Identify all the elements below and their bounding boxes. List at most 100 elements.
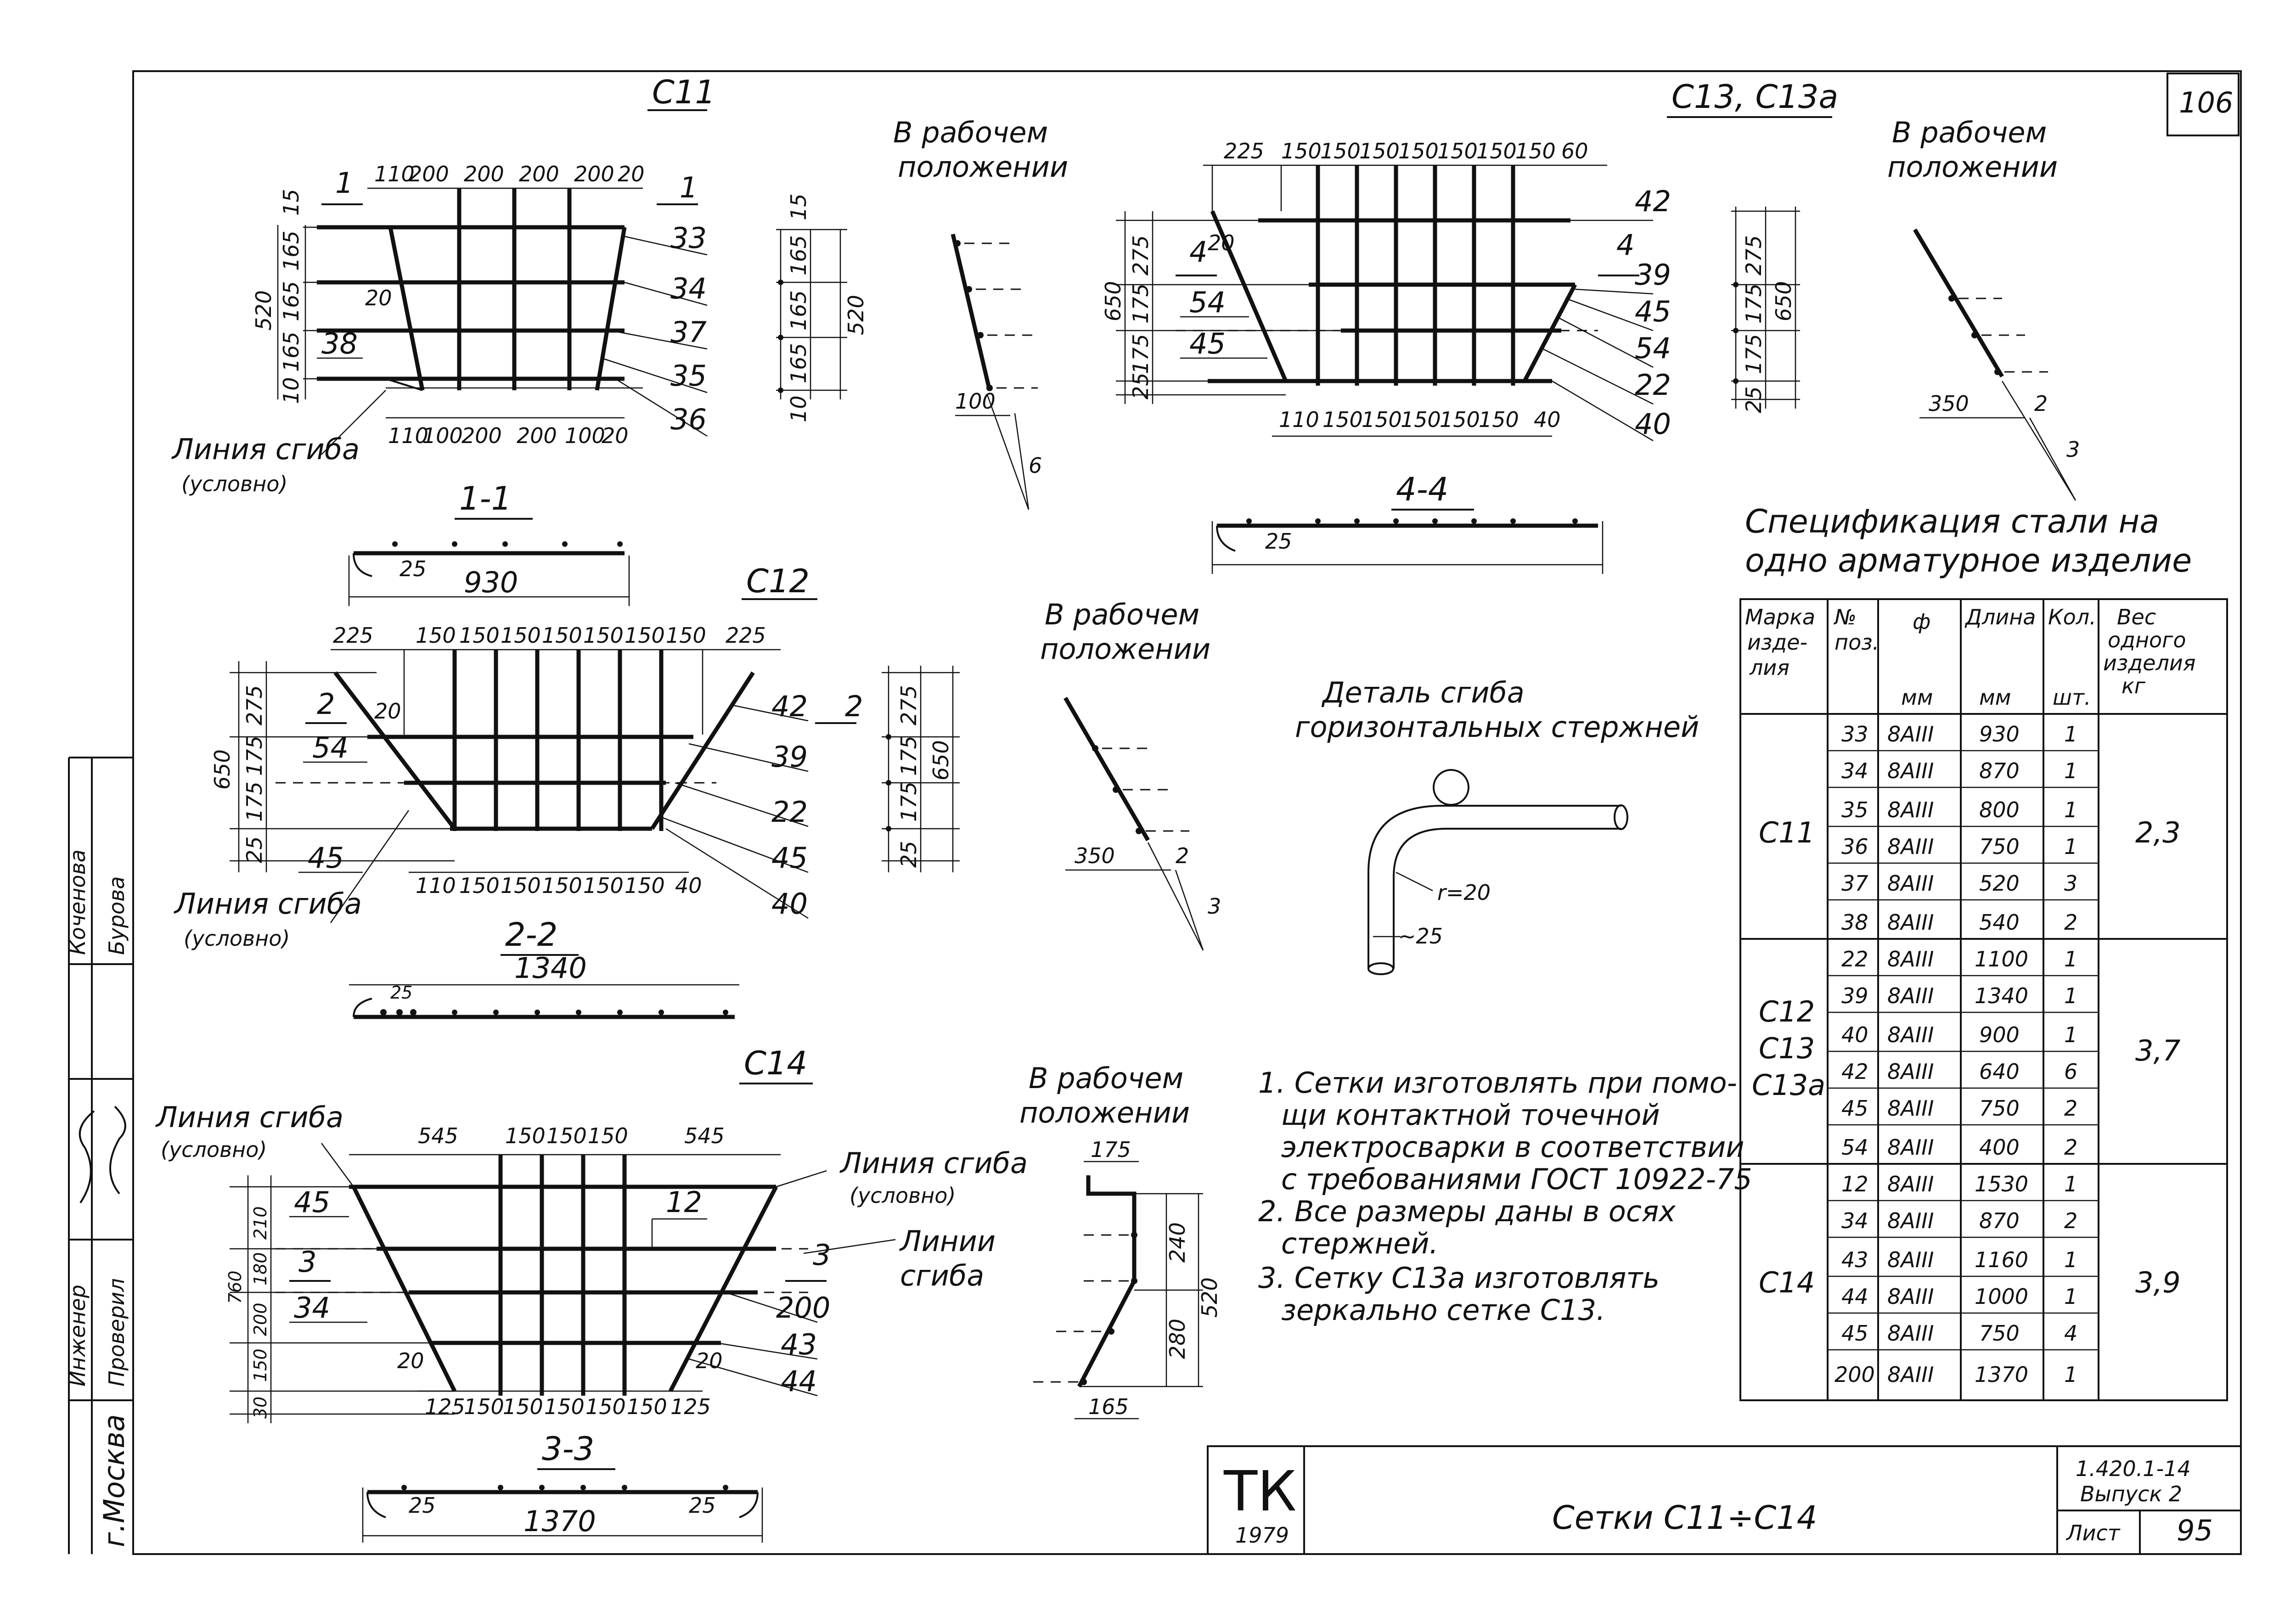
spec-cell: 1 bbox=[2064, 834, 2077, 859]
spec-mark: С13а bbox=[1752, 1068, 1825, 1102]
c13-bottom-dim: 150 bbox=[1401, 407, 1441, 432]
c13-work-label-1: В рабочем bbox=[1892, 116, 2047, 149]
note-line: 3. Сетку С13а изготовлять bbox=[1258, 1261, 1660, 1295]
spec-cell: 38 bbox=[1841, 910, 1868, 935]
c12-bottom-dim: 110 bbox=[416, 873, 456, 898]
c14-total-height: 760 bbox=[225, 1270, 245, 1304]
c12-top-dim: 150 bbox=[501, 623, 541, 648]
spec-cell: 8АIII bbox=[1887, 947, 1934, 971]
c11-pos: 37 bbox=[670, 315, 707, 349]
c14-bend-line-right: Линия сгиба bbox=[839, 1146, 1028, 1180]
spec-cell: 40 bbox=[1841, 1022, 1868, 1047]
spec-cell: 1 bbox=[2064, 1362, 2077, 1387]
spec-weight: 3,7 bbox=[2135, 1034, 2181, 1067]
c12-top-dim: 225 bbox=[726, 623, 766, 648]
spec-header: мм bbox=[1979, 685, 2011, 710]
mesh-c14: С14 545 150 150 150 545 210 180 200 150 … bbox=[155, 1044, 1028, 1423]
c14-cut-mark: 3 bbox=[813, 1238, 831, 1272]
c11-work-total: 520 bbox=[844, 295, 868, 335]
c13-pos-45: 45 bbox=[1189, 327, 1226, 360]
c14-top-dim: 150 bbox=[588, 1123, 628, 1148]
c13-bend-20: 20 bbox=[1208, 230, 1235, 255]
spec-cell: 8АIII bbox=[1887, 1247, 1934, 1272]
c13-side-total: 650 bbox=[1771, 281, 1796, 321]
c13-pos: 45 bbox=[1635, 295, 1671, 328]
c13-pos: 54 bbox=[1635, 331, 1671, 365]
c12-left-dim: 175 bbox=[242, 735, 267, 776]
spec-cell: 8АIII bbox=[1887, 1172, 1934, 1196]
sec11-title: 1-1 bbox=[459, 480, 512, 517]
c14-bend-20: 20 bbox=[696, 1348, 723, 1373]
section-3-3: 3-3 25 25 1370 bbox=[362, 1430, 763, 1543]
spec-header: № bbox=[1833, 605, 1857, 629]
spec-cell: 8АIII bbox=[1887, 1135, 1934, 1160]
c11-bottom-dim: 200 bbox=[461, 423, 502, 448]
spec-weight: 3,9 bbox=[2135, 1266, 2181, 1299]
spec-cell: 8АIII bbox=[1887, 871, 1934, 896]
spec-cell: 800 bbox=[1979, 797, 2020, 822]
spec-cell: 400 bbox=[1979, 1135, 2020, 1160]
spec-cell: 8АIII bbox=[1887, 983, 1934, 1008]
bend-detail: Деталь сгиба горизонтальных стержней r=2… bbox=[1295, 676, 1699, 975]
spec-cell: 1100 bbox=[1975, 947, 2028, 971]
c12-side-dim: 175 bbox=[896, 781, 921, 822]
c14-bottom-dim: 125 bbox=[670, 1394, 711, 1419]
c13-top-dim: 150 bbox=[1359, 139, 1400, 163]
c13-title: С13, С13а bbox=[1671, 78, 1838, 116]
c14-bend-line-left-note: (условно) bbox=[161, 1137, 267, 1162]
side-role-1: Инженер bbox=[65, 1285, 90, 1387]
c13-working-position: В рабочем положении 350 2 3 bbox=[1887, 116, 2080, 501]
side-role-2: Проверил bbox=[104, 1278, 129, 1387]
c11-work-dim: 10 bbox=[786, 395, 811, 422]
c12-top-dim: 150 bbox=[666, 623, 706, 648]
spec-cell: 1000 bbox=[1975, 1284, 2028, 1309]
note-line: с требованиями ГОСТ 10922-75 bbox=[1281, 1162, 1752, 1196]
c14-pos: 44 bbox=[781, 1364, 817, 1398]
c12-side-dim: 175 bbox=[896, 735, 921, 776]
spec-cell: 12 bbox=[1841, 1172, 1868, 1196]
c12-top-dim: 150 bbox=[459, 623, 500, 648]
side-name-2: Бурова bbox=[104, 876, 129, 955]
note-line: стержней. bbox=[1281, 1227, 1438, 1260]
spec-cell: 1 bbox=[2064, 797, 2077, 822]
spec-header: Марка bbox=[1745, 605, 1815, 629]
spec-cell: 39 bbox=[1841, 983, 1868, 1008]
spec-cell: 1 bbox=[2064, 758, 2077, 783]
c14-left-dim: 200 bbox=[250, 1302, 270, 1336]
c13-side-dim: 175 bbox=[1741, 283, 1766, 324]
c13-bottom-dim: 150 bbox=[1362, 407, 1402, 432]
c11-bottom-dim: 100 bbox=[565, 423, 605, 448]
side-city: г.Москва bbox=[97, 1414, 131, 1547]
c13-pos: 42 bbox=[1635, 185, 1671, 218]
spec-cell: 1 bbox=[2064, 983, 2077, 1008]
note-line: щи контактной точечной bbox=[1281, 1098, 1660, 1132]
c14-bottom-dim: 150 bbox=[503, 1394, 543, 1419]
c11-bottom-dim: 110 bbox=[388, 423, 428, 448]
spec-mark: С13 bbox=[1759, 1032, 1815, 1065]
spec-cell: 750 bbox=[1979, 834, 2020, 859]
spec-cell: 870 bbox=[1979, 1208, 2020, 1233]
sheet-number: 95 bbox=[2177, 1514, 2213, 1547]
c14-top-dim: 150 bbox=[546, 1123, 587, 1148]
c13-cut-mark: 4 bbox=[1616, 228, 1634, 262]
spec-cell: 750 bbox=[1979, 1321, 2020, 1346]
spec-mark: С11 bbox=[1759, 816, 1815, 849]
c14-bottom-dim: 150 bbox=[585, 1394, 626, 1419]
spec-cell: 540 bbox=[1979, 910, 2020, 935]
sec33-title: 3-3 bbox=[542, 1430, 594, 1468]
spec-weight: 2,3 bbox=[2135, 816, 2181, 849]
doc-code: 1.420.1-14 bbox=[2076, 1456, 2191, 1481]
c13-top-dim: 150 bbox=[1515, 139, 1556, 163]
c11-left-dim: 165 bbox=[279, 230, 304, 271]
c11-left-dim: 165 bbox=[279, 331, 304, 372]
stamp-year: 1979 bbox=[1235, 1523, 1289, 1548]
c12-total-height: 650 bbox=[210, 749, 235, 790]
sec22-title: 2-2 bbox=[505, 916, 557, 954]
c14-top-dim: 545 bbox=[684, 1123, 725, 1148]
c12-bend-line-note: (условно) bbox=[184, 926, 290, 951]
drawing-title: Сетки С11÷С14 bbox=[1552, 1499, 1817, 1537]
c11-bottom-dim: 100 bbox=[422, 423, 463, 448]
spec-cell: 42 bbox=[1841, 1059, 1868, 1084]
c11-bottom-dim: 20 bbox=[602, 423, 629, 448]
c14-pos-34: 34 bbox=[294, 1291, 330, 1325]
